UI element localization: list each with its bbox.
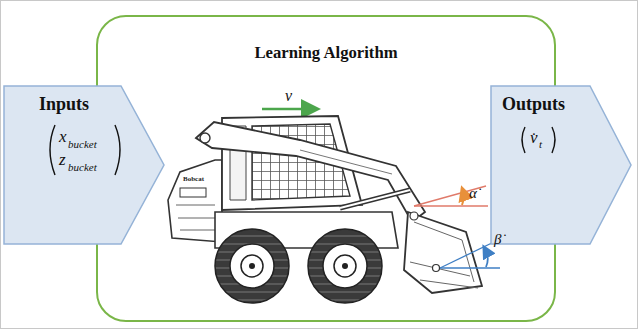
input-subscript: bucket: [68, 139, 97, 150]
input-arrow-shape: Inputsxbucketzbucket: [3, 85, 165, 245]
output-arrow-shape: Outputs v̇t: [490, 85, 632, 245]
brand-logo-text: Bobcat: [182, 176, 205, 183]
learning-algorithm-box: Learning Algorithm: [96, 15, 556, 322]
output-subscript: t: [539, 139, 542, 150]
output-variable: v̇: [530, 129, 538, 146]
output-heading: Outputs: [502, 95, 565, 113]
alpha-rate-label: α̇: [469, 186, 477, 201]
input-variable: z: [59, 151, 66, 168]
beta-rate-label: β̇: [494, 232, 501, 247]
velocity-label: v: [285, 88, 292, 104]
box-title: Learning Algorithm: [98, 45, 554, 62]
input-heading: Inputs: [39, 95, 89, 113]
input-subscript: bucket: [68, 162, 97, 173]
input-variable: x: [59, 128, 67, 145]
